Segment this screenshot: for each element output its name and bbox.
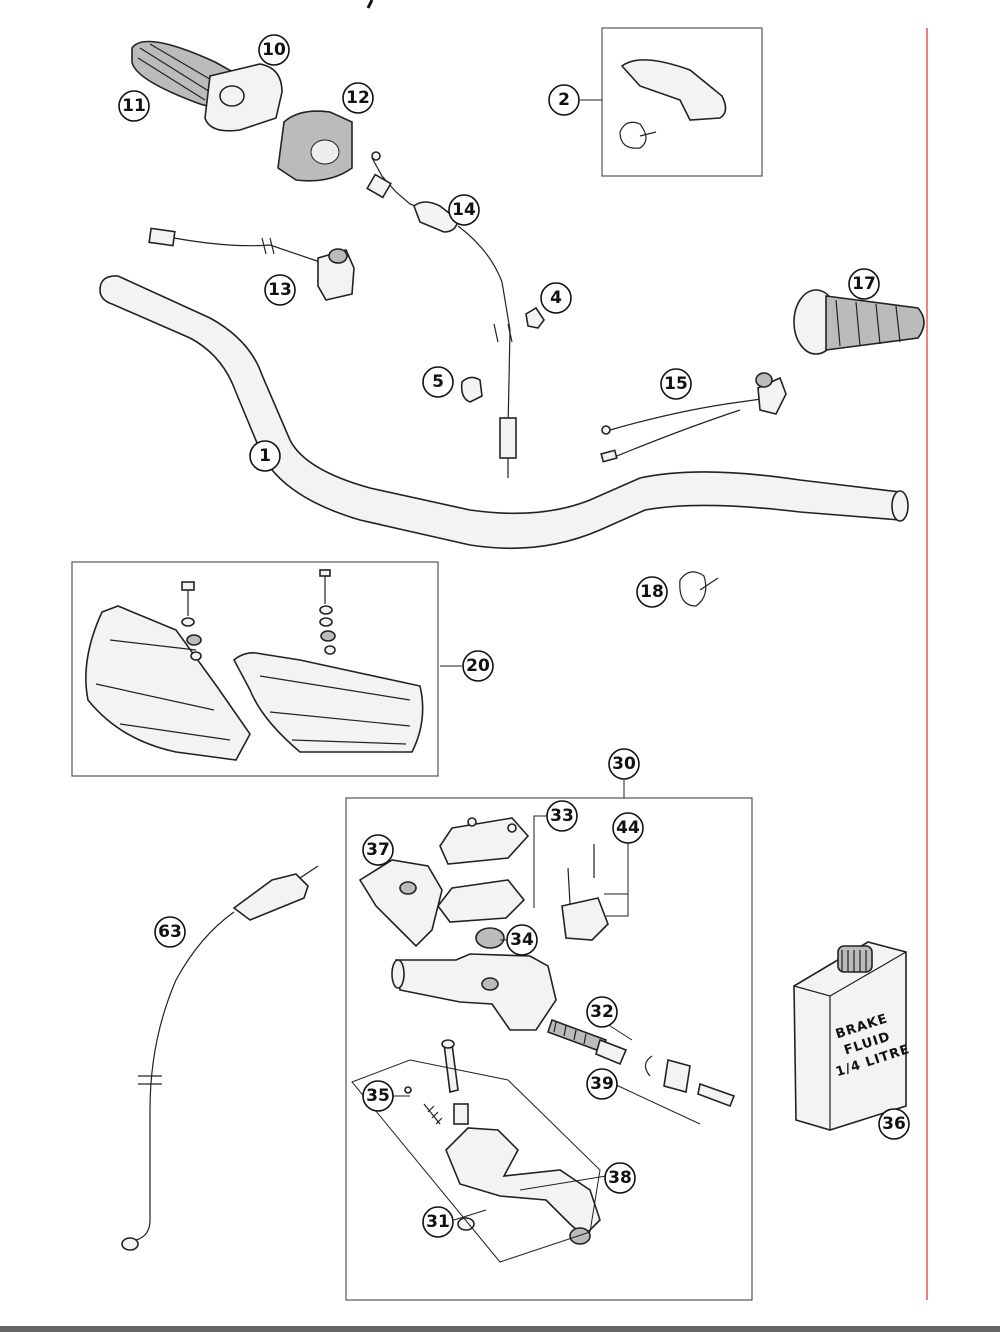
callout-34: 34 xyxy=(506,924,538,956)
callout-5-label: 5 xyxy=(432,372,444,392)
callout-20-label: 20 xyxy=(466,656,490,676)
master-cylinder-box xyxy=(345,797,753,1301)
handguard-left xyxy=(85,605,251,761)
cover-part xyxy=(619,59,727,149)
callout-38: 38 xyxy=(604,1162,636,1194)
master-cylinder-body xyxy=(391,953,557,1031)
kill-switch xyxy=(148,227,355,301)
spring-35 xyxy=(404,1086,443,1125)
callout-63: 63 xyxy=(154,916,186,948)
callout-14-label: 14 xyxy=(452,200,476,220)
left-grip xyxy=(793,289,925,355)
callout-32: 32 xyxy=(586,996,618,1028)
callout-2: 2 xyxy=(548,84,580,116)
callout-35-label: 35 xyxy=(366,1086,390,1106)
callout-30: 30 xyxy=(608,748,640,780)
clamp-5 xyxy=(460,376,483,403)
callout-30-label: 30 xyxy=(612,754,636,774)
callout-18-label: 18 xyxy=(640,582,664,602)
lever-frame xyxy=(351,1059,601,1263)
clamp-44 xyxy=(561,844,609,941)
callout-36: 36 xyxy=(878,1108,910,1140)
piston-32 xyxy=(546,1018,628,1066)
lever-38 xyxy=(445,1127,601,1245)
callout-34-label: 34 xyxy=(510,930,534,950)
callout-11-label: 11 xyxy=(122,96,146,116)
callout-44-label: 44 xyxy=(616,818,640,838)
reservoir-cover xyxy=(436,817,530,923)
pivot-bolt-31 xyxy=(441,1039,469,1125)
cover-box xyxy=(601,27,763,177)
callout-15: 15 xyxy=(660,368,692,400)
throttle-housing xyxy=(204,63,283,132)
handguard-right xyxy=(232,652,424,753)
callout-20: 20 xyxy=(462,650,494,682)
callout-35: 35 xyxy=(362,1080,394,1112)
callout-63-label: 63 xyxy=(158,922,182,942)
wiring-harness xyxy=(600,372,787,463)
callout-32-label: 32 xyxy=(590,1002,614,1022)
callout-12: 12 xyxy=(342,82,374,114)
callout-14: 14 xyxy=(448,194,480,226)
callout-39-label: 39 xyxy=(590,1074,614,1094)
callout-37-label: 37 xyxy=(366,840,390,860)
callout-2-label: 2 xyxy=(558,90,570,110)
handguard-box xyxy=(71,561,439,777)
callout-11: 11 xyxy=(118,90,150,122)
callout-13: 13 xyxy=(264,274,296,306)
callout-31-label: 31 xyxy=(426,1212,450,1232)
callout-1-label: 1 xyxy=(259,446,271,466)
brake-fluid-can xyxy=(793,941,907,1131)
callout-37: 37 xyxy=(362,834,394,866)
handlebar xyxy=(99,275,909,550)
callout-18: 18 xyxy=(636,576,668,608)
hot-start-cable xyxy=(366,151,517,478)
callout-5: 5 xyxy=(422,366,454,398)
cable-tie xyxy=(679,571,719,607)
callout-17-label: 17 xyxy=(852,274,876,294)
callout-4: 4 xyxy=(540,282,572,314)
top-mark xyxy=(366,0,374,9)
callout-10: 10 xyxy=(258,34,290,66)
callout-39: 39 xyxy=(586,1068,618,1100)
callout-12-label: 12 xyxy=(346,88,370,108)
reservoir-seal xyxy=(475,927,505,949)
callout-44: 44 xyxy=(612,812,644,844)
callout-33: 33 xyxy=(546,800,578,832)
master-cylinder-37 xyxy=(358,859,443,948)
callout-33-label: 33 xyxy=(550,806,574,826)
callout-13-label: 13 xyxy=(268,280,292,300)
boot-39 xyxy=(644,1055,736,1108)
callout-36-label: 36 xyxy=(882,1114,906,1134)
handguard-bolts xyxy=(181,569,336,661)
clutch-cable xyxy=(121,865,319,1251)
callout-17: 17 xyxy=(848,268,880,300)
callout-4-label: 4 xyxy=(550,288,562,308)
callout-31: 31 xyxy=(422,1206,454,1238)
callout-1: 1 xyxy=(249,440,281,472)
bottom-bar xyxy=(0,1326,1000,1332)
cap-4 xyxy=(525,306,545,329)
throttle-cover xyxy=(277,110,353,182)
callout-15-label: 15 xyxy=(664,374,688,394)
callout-10-label: 10 xyxy=(262,40,286,60)
callout-38-label: 38 xyxy=(608,1168,632,1188)
